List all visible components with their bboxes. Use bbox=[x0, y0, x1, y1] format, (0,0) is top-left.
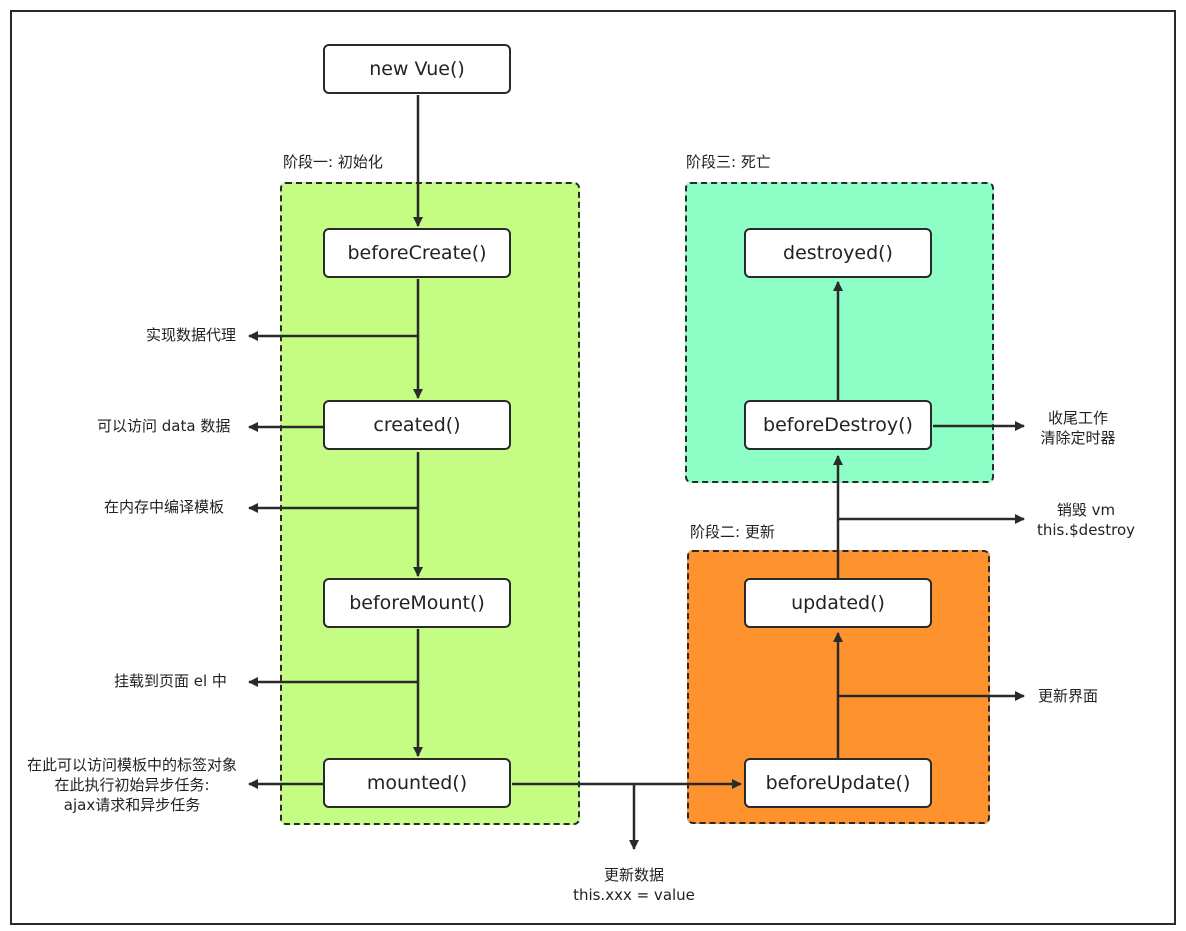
stage-update-title: 阶段二: 更新 bbox=[690, 523, 775, 541]
node-before-create: beforeCreate() bbox=[323, 228, 511, 278]
node-mounted: mounted() bbox=[323, 758, 511, 808]
label-compile-template: 在内存中编译模板 bbox=[104, 498, 225, 516]
label-cleanup: 收尾工作 清除定时器 bbox=[1030, 408, 1126, 448]
label-data-proxy: 实现数据代理 bbox=[146, 326, 237, 344]
node-before-destroy: beforeDestroy() bbox=[744, 400, 932, 450]
node-updated: updated() bbox=[744, 578, 932, 628]
diagram-frame bbox=[10, 10, 1176, 925]
label-update-data-line-2: this.xxx = value bbox=[573, 886, 695, 904]
label-cleanup-line-1: 收尾工作 bbox=[1047, 409, 1108, 427]
node-before-update: beforeUpdate() bbox=[744, 758, 932, 808]
label-update-ui: 更新界面 bbox=[1038, 687, 1099, 705]
node-destroyed: destroyed() bbox=[744, 228, 932, 278]
node-before-mount: beforeMount() bbox=[323, 578, 511, 628]
label-destroy-vm-line-1: 销毁 vm bbox=[1056, 501, 1116, 519]
label-mounted-note-line-2: 在此执行初始异步任务: bbox=[54, 776, 210, 794]
label-update-data-line-1: 更新数据 bbox=[603, 866, 664, 884]
label-update-data: 更新数据 this.xxx = value bbox=[564, 865, 704, 905]
label-cleanup-line-2: 清除定时器 bbox=[1040, 429, 1116, 447]
label-mounted-note-line-1: 在此可以访问模板中的标签对象 bbox=[26, 756, 237, 774]
stage-init-zone bbox=[280, 182, 580, 825]
stage-destroy-title: 阶段三: 死亡 bbox=[686, 153, 771, 171]
label-access-data: 可以访问 data 数据 bbox=[97, 417, 231, 435]
node-created: created() bbox=[323, 400, 511, 450]
label-destroy-vm: 销毁 vm this.$destroy bbox=[1030, 500, 1142, 540]
label-mounted-note-line-3: ajax请求和异步任务 bbox=[63, 796, 201, 814]
label-destroy-vm-line-2: this.$destroy bbox=[1036, 521, 1136, 539]
label-mounted-note: 在此可以访问模板中的标签对象 在此执行初始异步任务: ajax请求和异步任务 bbox=[14, 755, 250, 815]
stage-init-title: 阶段一: 初始化 bbox=[283, 153, 383, 171]
node-new-vue: new Vue() bbox=[323, 44, 511, 94]
label-mount-el: 挂载到页面 el 中 bbox=[114, 672, 227, 690]
